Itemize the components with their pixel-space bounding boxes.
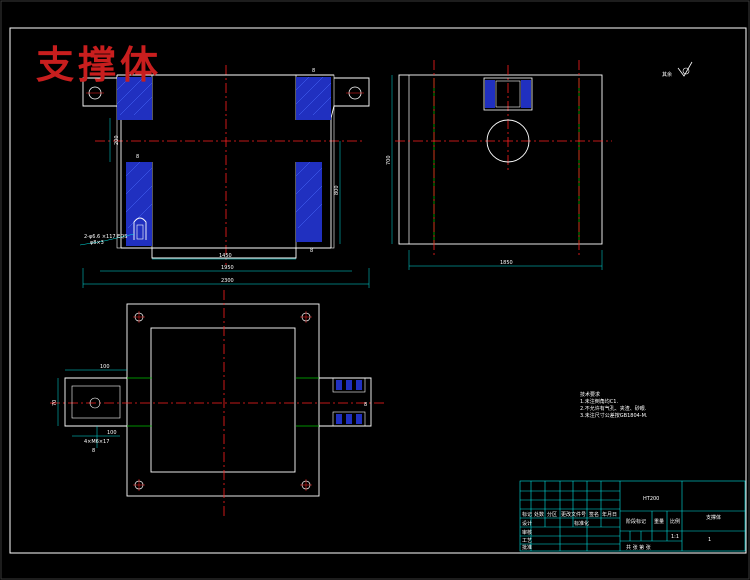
dim-top-a: 100 [100, 364, 110, 370]
leader-note-1: 2-φ6.6 ×117 EQS [84, 234, 127, 240]
title-block-text: 标记 处数 分区 更改文件号 签名 年月日 设计 审核 工艺 批准 标准化 阶段… [522, 496, 721, 551]
dim-inner-width: 1450 [219, 253, 232, 259]
dim-right-height: 800 [334, 185, 340, 195]
leader-note-2: φ8×3 [90, 240, 104, 246]
note-line-1: 1.未注倒角均C1. [580, 399, 619, 405]
quantity-value: 1 [708, 537, 711, 543]
dim-top-c: 100 [107, 430, 117, 436]
row-label-date: 年月日 [602, 511, 617, 518]
surface-roughness-mark: 其余 [662, 61, 693, 78]
role-design: 设计 [522, 520, 532, 527]
sheet-label: 共 张 第 张 [626, 544, 651, 551]
row-label-doc: 更改文件号 [561, 511, 586, 518]
row-label-count: 处数 [534, 511, 544, 518]
row-label-mark: 标记 [522, 511, 532, 518]
stage-mark-label: 阶段标记 [626, 518, 646, 525]
dim-top-d: 4×M6×17 [84, 439, 109, 445]
scale-value: 1:1 [671, 534, 679, 540]
side-view: 1850 700 [386, 60, 612, 270]
technical-requirements: 技术要求 1.未注倒角均C1. 2.不允许有气孔、夹渣、砂眼. 3.未注尺寸公差… [580, 392, 648, 420]
weld-symbol-top-view: 8 [364, 402, 367, 408]
material-value: HT200 [643, 496, 659, 502]
drawing-title: 支撑体 [36, 42, 163, 87]
title-block [519, 480, 746, 552]
surface-mark-label: 其余 [662, 71, 672, 78]
dim-left-height: 200 [114, 135, 120, 145]
dim-side-height: 700 [386, 155, 392, 165]
notes-heading: 技术要求 [580, 392, 601, 398]
dim-top-b: 70 [52, 400, 58, 406]
weld-symbol-top: 8 [312, 68, 315, 74]
weld-symbol-top-view-left: 8 [92, 448, 95, 454]
note-line-3: 3.未注尺寸公差按GB1804-M. [580, 413, 648, 419]
dim-side-width: 1850 [500, 260, 513, 266]
row-label-sign: 签名 [589, 511, 599, 518]
note-line-2: 2.不允许有气孔、夹渣、砂眼. [580, 406, 647, 412]
role-review: 审核 [522, 529, 532, 536]
weld-symbol-bottom: 8 [310, 248, 313, 254]
drawing-name-value: 支撑体 [706, 514, 721, 521]
role-process: 工艺 [522, 538, 532, 544]
drawing-frame [9, 27, 747, 554]
weld-symbol-mid: 8 [136, 154, 139, 160]
standardization: 标准化 [574, 520, 589, 527]
scale-label: 比例 [670, 518, 680, 525]
row-label-zone: 分区 [547, 511, 557, 518]
dim-overall-width: 2300 [221, 278, 234, 284]
dim-body-width: 1950 [221, 265, 234, 271]
weight-label: 重量 [654, 518, 664, 525]
front-view: 2300 1950 1450 200 800 8 8 8 2-φ6.6 ×117… [79, 65, 370, 288]
role-approve: 批准 [522, 544, 532, 551]
top-view: 100 70 100 4×M6×17 8 8 [50, 290, 385, 518]
